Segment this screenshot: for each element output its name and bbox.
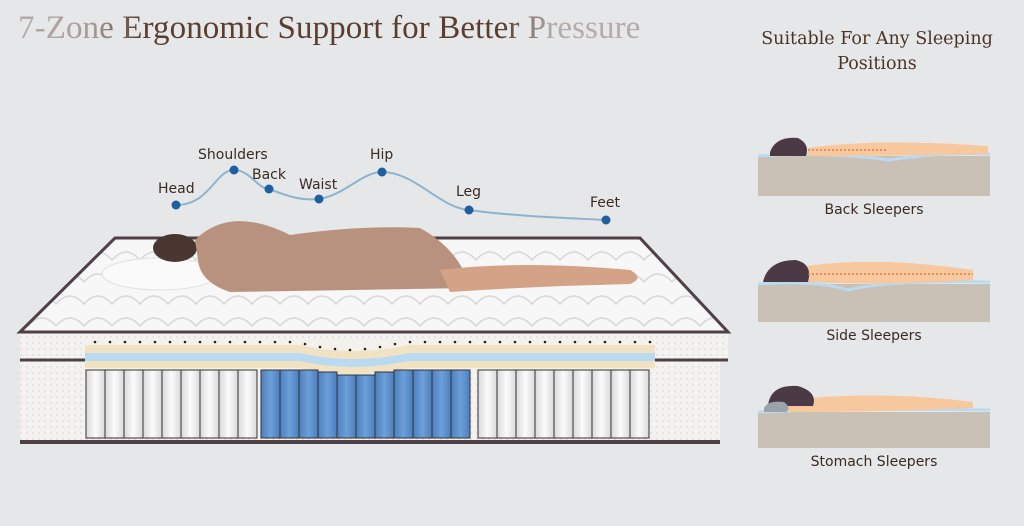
- position-stomach-sleepers: Stomach Sleepers: [758, 378, 990, 470]
- zone-dot-leg: [464, 205, 474, 215]
- stomach-sleeper-illustration: [758, 385, 990, 448]
- zone-label-shoulders: Shoulders: [198, 147, 268, 163]
- woman-head: [153, 234, 197, 262]
- side-sleeper-illustration: [758, 260, 990, 322]
- page-title: 7-Zone Ergonomic Support for Better Pres…: [18, 10, 641, 46]
- stomach-sleepers-label: Stomach Sleepers: [810, 454, 938, 470]
- zone-label-hip: Hip: [370, 147, 394, 163]
- zone-dot-feet: [601, 215, 611, 225]
- zone-dot-hip: [377, 167, 387, 177]
- zone-label-head: Head: [158, 181, 195, 197]
- position-side-sleepers: Side Sleepers: [758, 252, 990, 344]
- zone-label-leg: Leg: [456, 184, 482, 200]
- zone-dot-shoulders: [229, 165, 239, 175]
- heading-line-2: Positions: [837, 54, 917, 74]
- zone-label-waist: Waist: [299, 177, 338, 193]
- mattress-cutaway-illustration: [16, 221, 732, 444]
- back-sleeper-illustration: [758, 137, 990, 196]
- zone-label-feet: Feet: [590, 195, 621, 211]
- zone-dot-head: [171, 200, 181, 210]
- zone-dot-back: [264, 184, 274, 194]
- sleeping-positions-heading: Suitable For Any Sleeping Positions: [735, 27, 1019, 77]
- zone-label-back: Back: [252, 167, 286, 183]
- zone-support-curve: [171, 165, 611, 225]
- heading-line-1: Suitable For Any Sleeping: [761, 29, 993, 49]
- side-sleepers-label: Side Sleepers: [826, 328, 922, 344]
- zone-dot-waist: [314, 194, 324, 204]
- position-back-sleepers: Back Sleepers: [758, 126, 990, 218]
- back-sleepers-label: Back Sleepers: [824, 202, 924, 218]
